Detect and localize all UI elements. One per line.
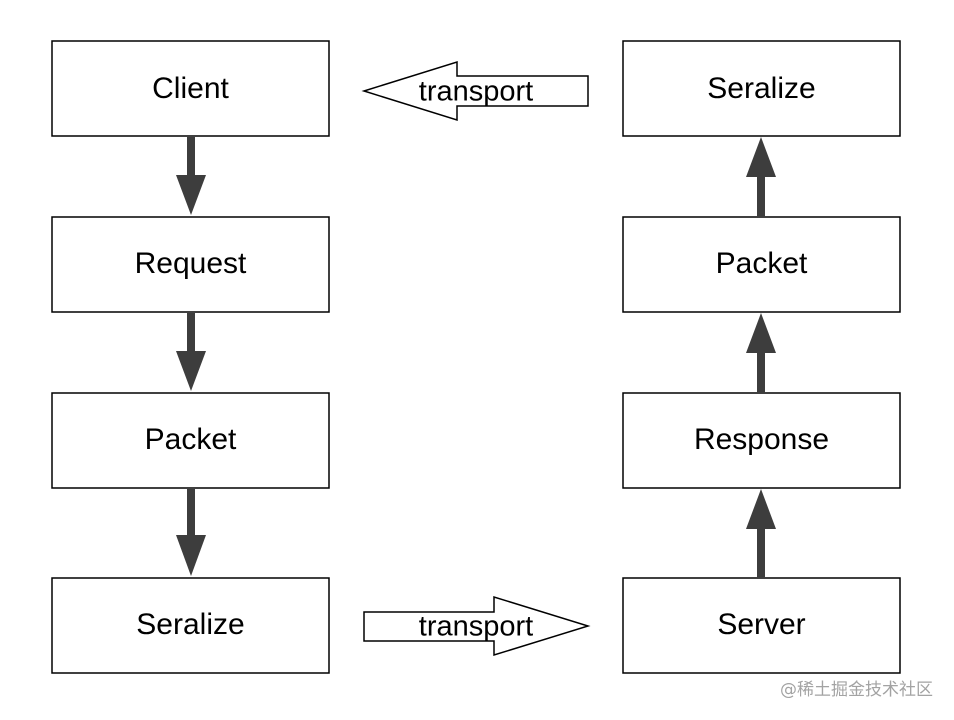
watermark-text: @稀土掘金技术社区 <box>780 680 933 700</box>
arrow-request-to-packet <box>176 313 206 391</box>
node-response-label: Response <box>694 423 829 456</box>
node-serialize-left-label: Seralize <box>136 608 244 641</box>
node-client-label: Client <box>152 72 229 105</box>
node-packet-right: Packet <box>622 216 901 313</box>
transport-arrow-top: transport <box>361 60 589 122</box>
node-server-label: Server <box>717 608 805 641</box>
node-serialize-left: Seralize <box>51 577 330 674</box>
node-serialize-right-label: Seralize <box>707 72 815 105</box>
node-packet-left: Packet <box>51 392 330 489</box>
node-response: Response <box>622 392 901 489</box>
transport-arrow-bottom: transport <box>363 595 591 657</box>
arrow-response-to-packet <box>746 313 776 393</box>
arrow-server-to-response <box>746 489 776 578</box>
transport-top-label: transport <box>419 76 533 108</box>
arrow-client-to-request <box>176 137 206 215</box>
node-request: Request <box>51 216 330 313</box>
transport-bottom-label: transport <box>419 611 533 643</box>
arrow-packet-to-serialize <box>746 137 776 217</box>
node-packet-right-label: Packet <box>716 247 808 280</box>
node-serialize-right: Seralize <box>622 40 901 137</box>
arrow-packet-to-serialize <box>176 489 206 576</box>
node-packet-left-label: Packet <box>145 423 237 456</box>
node-server: Server <box>622 577 901 674</box>
node-client: Client <box>51 40 330 137</box>
node-request-label: Request <box>135 247 247 280</box>
